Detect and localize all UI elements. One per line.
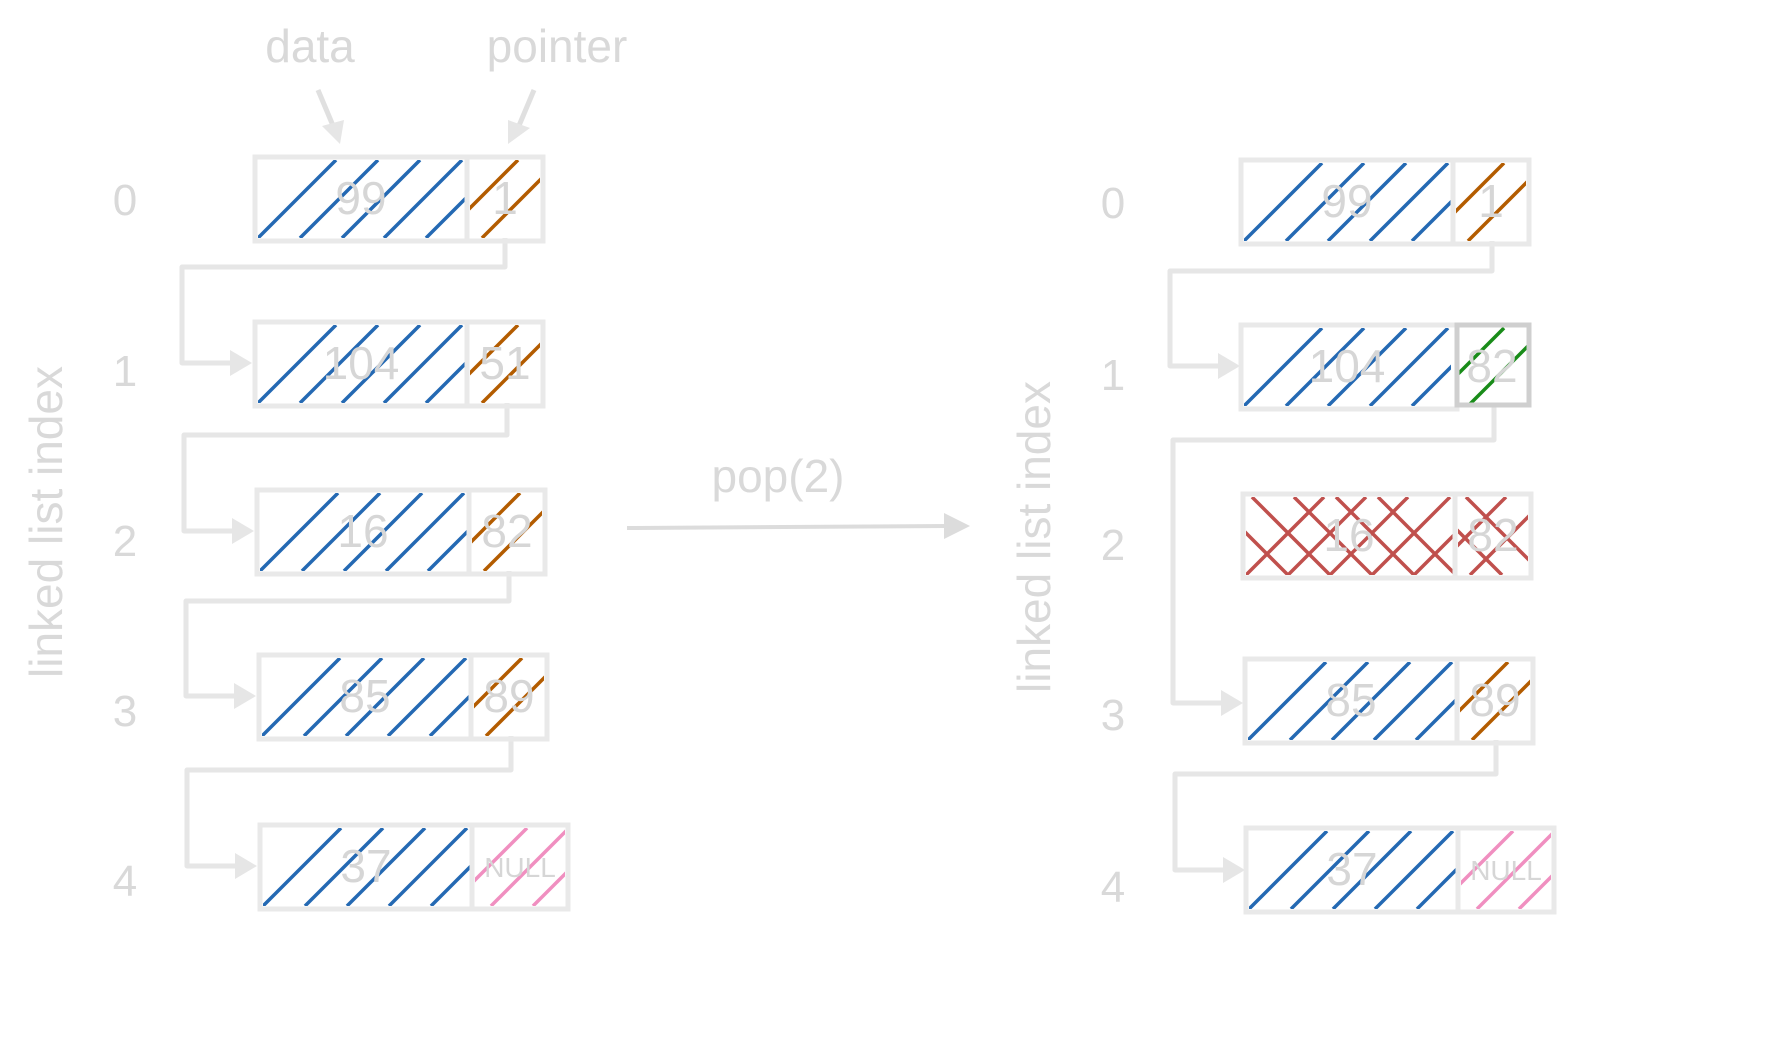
after-connectors <box>1167 241 1499 883</box>
axis-label-after: linked list index <box>1008 381 1060 693</box>
operation-label: pop(2) <box>712 450 845 502</box>
node-pointer-value: 82 <box>1467 509 1518 561</box>
changed-pointer-box <box>1454 322 1532 408</box>
before-node-0: 99 1 <box>252 154 546 244</box>
node-data-value: 104 <box>323 337 400 389</box>
pointer-cell-hatch <box>472 493 542 571</box>
pointer-label: pointer <box>487 20 628 72</box>
node-box <box>1240 491 1534 581</box>
data-cell-hatch <box>260 493 467 571</box>
data-cell-hatch <box>262 658 469 736</box>
data-label-arrow <box>315 89 344 144</box>
operation-arrow <box>626 513 970 539</box>
pointer-cell-hatch-changed <box>1457 326 1528 406</box>
node-box <box>1243 825 1557 915</box>
pointer-cell-hatch <box>1461 831 1551 909</box>
pointer-cell-hatch <box>474 658 544 736</box>
removed-pointer-crosshatch <box>1458 497 1528 575</box>
data-cell-hatch <box>1244 328 1451 406</box>
node-pointer-value: 1 <box>1478 175 1504 227</box>
before-node-4: 37 NULL <box>257 822 571 912</box>
index-label: 0 <box>113 176 137 225</box>
index-label: 3 <box>113 687 137 736</box>
data-label: data <box>265 20 355 72</box>
removed-data-crosshatch <box>1246 497 1453 575</box>
node-data-value: 37 <box>340 840 391 892</box>
pointer-label-arrow <box>508 89 537 144</box>
node-data-value: 85 <box>1325 674 1376 726</box>
before-connectors <box>179 238 514 879</box>
node-data-value: 99 <box>335 172 386 224</box>
axis-label-before: linked list index <box>20 366 72 678</box>
pointer-cell-hatch <box>1456 163 1526 241</box>
node-pointer-value: 82 <box>1466 340 1517 392</box>
node-data-value: 16 <box>337 505 388 557</box>
node-data-value: 37 <box>1326 843 1377 895</box>
before-node-3: 85 89 <box>256 652 550 742</box>
node-box <box>1238 157 1532 247</box>
node-box <box>254 487 548 577</box>
node-pointer-value: NULL <box>484 852 556 883</box>
after-node-2-removed: 16 82 <box>1240 491 1534 581</box>
node-box <box>1242 656 1536 746</box>
node-data-value: 104 <box>1309 340 1386 392</box>
after-node-3: 85 89 <box>1242 656 1536 746</box>
after-node-4: 37 NULL <box>1243 825 1557 915</box>
data-cell-hatch <box>1248 662 1455 740</box>
index-label: 4 <box>113 857 137 906</box>
data-cell-hatch <box>1249 831 1456 909</box>
pointer-cell-hatch <box>470 325 540 403</box>
data-cell-hatch <box>258 160 465 238</box>
pointer-cell-hatch <box>475 828 565 906</box>
node-pointer-value: 51 <box>479 337 530 389</box>
index-label: 0 <box>1101 179 1125 228</box>
node-box <box>257 822 571 912</box>
node-pointer-value: 89 <box>483 670 534 722</box>
node-data-value: 85 <box>339 670 390 722</box>
index-label: 3 <box>1101 691 1125 740</box>
before-node-1: 104 51 <box>252 319 546 409</box>
pointer-cell-hatch <box>470 160 540 238</box>
index-label: 4 <box>1101 863 1125 912</box>
node-box <box>252 154 546 244</box>
node-box <box>256 652 550 742</box>
data-cell-hatch <box>258 325 465 403</box>
index-label: 1 <box>1101 351 1125 400</box>
node-pointer-value: 1 <box>492 172 518 224</box>
node-data-value: 16 <box>1323 509 1374 561</box>
node-pointer-value: 89 <box>1469 674 1520 726</box>
node-data-value: 99 <box>1321 175 1372 227</box>
index-label: 2 <box>113 517 137 566</box>
index-label: 1 <box>113 347 137 396</box>
node-pointer-value: NULL <box>1470 855 1542 886</box>
after-node-0: 99 1 <box>1238 157 1532 247</box>
before-node-2: 16 82 <box>254 487 548 577</box>
node-box <box>252 319 546 409</box>
pointer-cell-hatch <box>1460 662 1530 740</box>
index-label: 2 <box>1101 521 1125 570</box>
data-cell-hatch <box>263 828 470 906</box>
data-cell-hatch <box>1244 163 1451 241</box>
node-pointer-value: 82 <box>481 505 532 557</box>
after-node-1: 104 82 <box>1238 322 1532 412</box>
